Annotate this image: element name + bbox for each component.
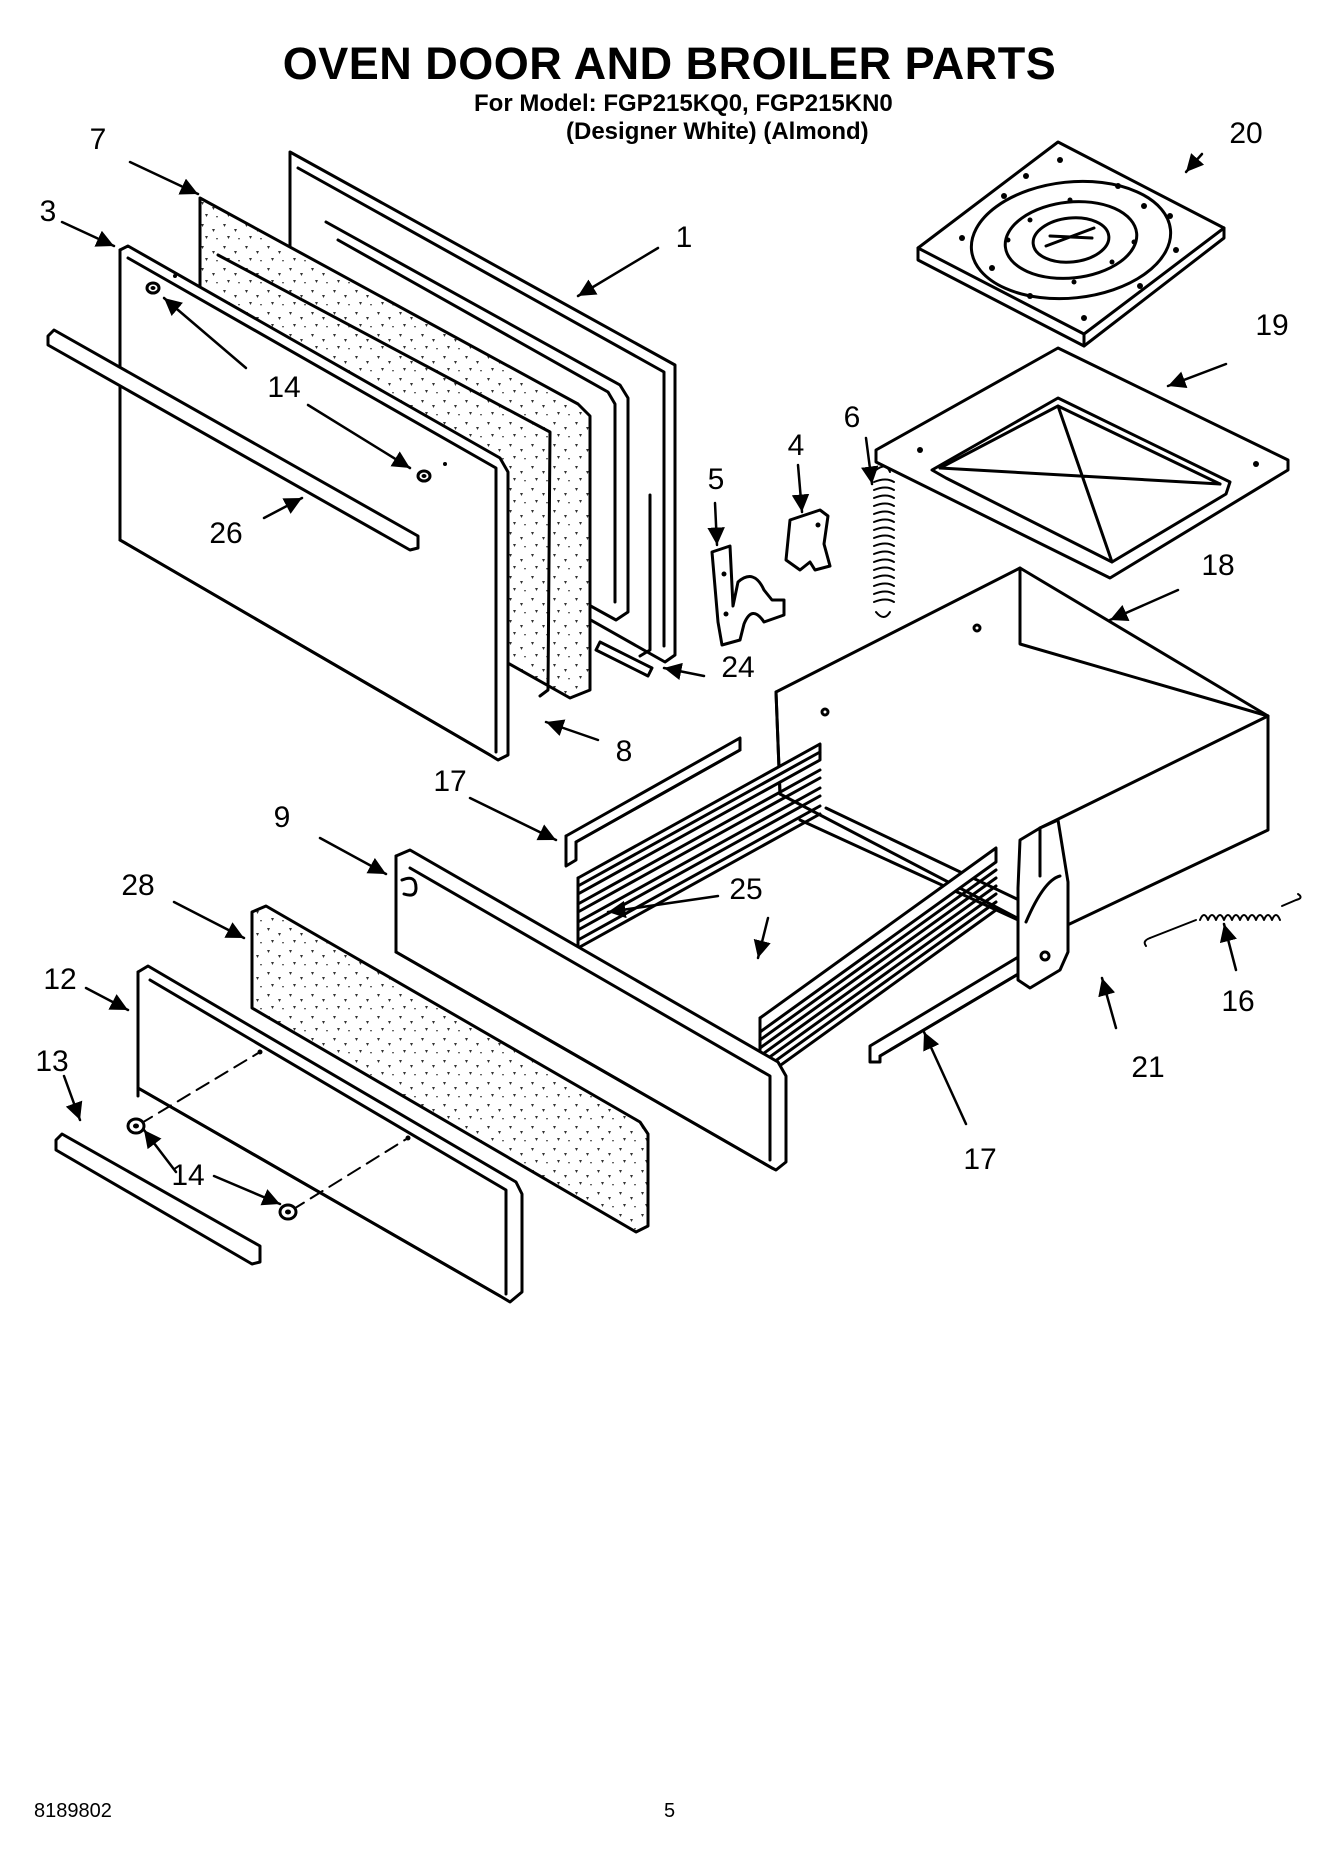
slide-bracket [1016, 818, 1070, 990]
callout-9: 9 [273, 801, 291, 834]
callout-6: 6 [843, 401, 861, 434]
drawer-slide-rails [576, 742, 998, 1082]
callout-20: 20 [1229, 117, 1263, 150]
broiler-outer-door [136, 964, 524, 1304]
broiler-grid [916, 140, 1226, 348]
door-hinge [710, 544, 786, 647]
hinge-spring [873, 465, 895, 618]
callout-18: 18 [1201, 549, 1235, 582]
outer-door-panel [118, 244, 510, 762]
callout-4: 4 [787, 429, 805, 462]
callout-19: 19 [1255, 309, 1289, 342]
model-line: For Model: FGP215KQ0, FGP215KN0 [474, 90, 893, 117]
callout-25: 25 [729, 873, 763, 906]
callout-1: 1 [675, 221, 693, 254]
broiler-door-insulation [250, 904, 650, 1234]
broiler-door-liner [394, 848, 788, 1172]
screw-parts [145, 274, 447, 483]
callout-16: 16 [1221, 985, 1255, 1018]
leader-arrows [60, 152, 1238, 1206]
drawer-spring [1143, 893, 1302, 947]
page-title: OVEN DOOR AND BROILER PARTS [282, 38, 1057, 89]
door-handle [46, 328, 420, 552]
broiler-handle [54, 1132, 262, 1266]
callout-7: 7 [89, 123, 107, 156]
callout-5: 5 [707, 463, 725, 496]
callout-8: 8 [615, 735, 633, 768]
callout-26: 26 [209, 517, 243, 550]
callout-17-upper: 17 [433, 765, 467, 798]
door-gasket-rod [594, 640, 654, 678]
page-number: 5 [664, 1800, 676, 1822]
color-line: (Designer White) (Almond) [566, 118, 869, 145]
callout-21: 21 [1131, 1051, 1165, 1084]
callout-3: 3 [39, 195, 57, 228]
callout-13: 13 [35, 1045, 69, 1078]
callout-24: 24 [721, 651, 755, 684]
callout-12: 12 [43, 963, 77, 996]
hinge-receptacle [784, 508, 832, 572]
broiler-screws [126, 1049, 411, 1221]
callout-14-upper: 14 [267, 371, 301, 404]
doc-number: 8189802 [34, 1800, 112, 1822]
broiler-pan [874, 346, 1290, 580]
callout-14-lower: 14 [171, 1159, 205, 1192]
callout-17-lower: 17 [963, 1143, 997, 1176]
callout-28: 28 [121, 869, 155, 902]
